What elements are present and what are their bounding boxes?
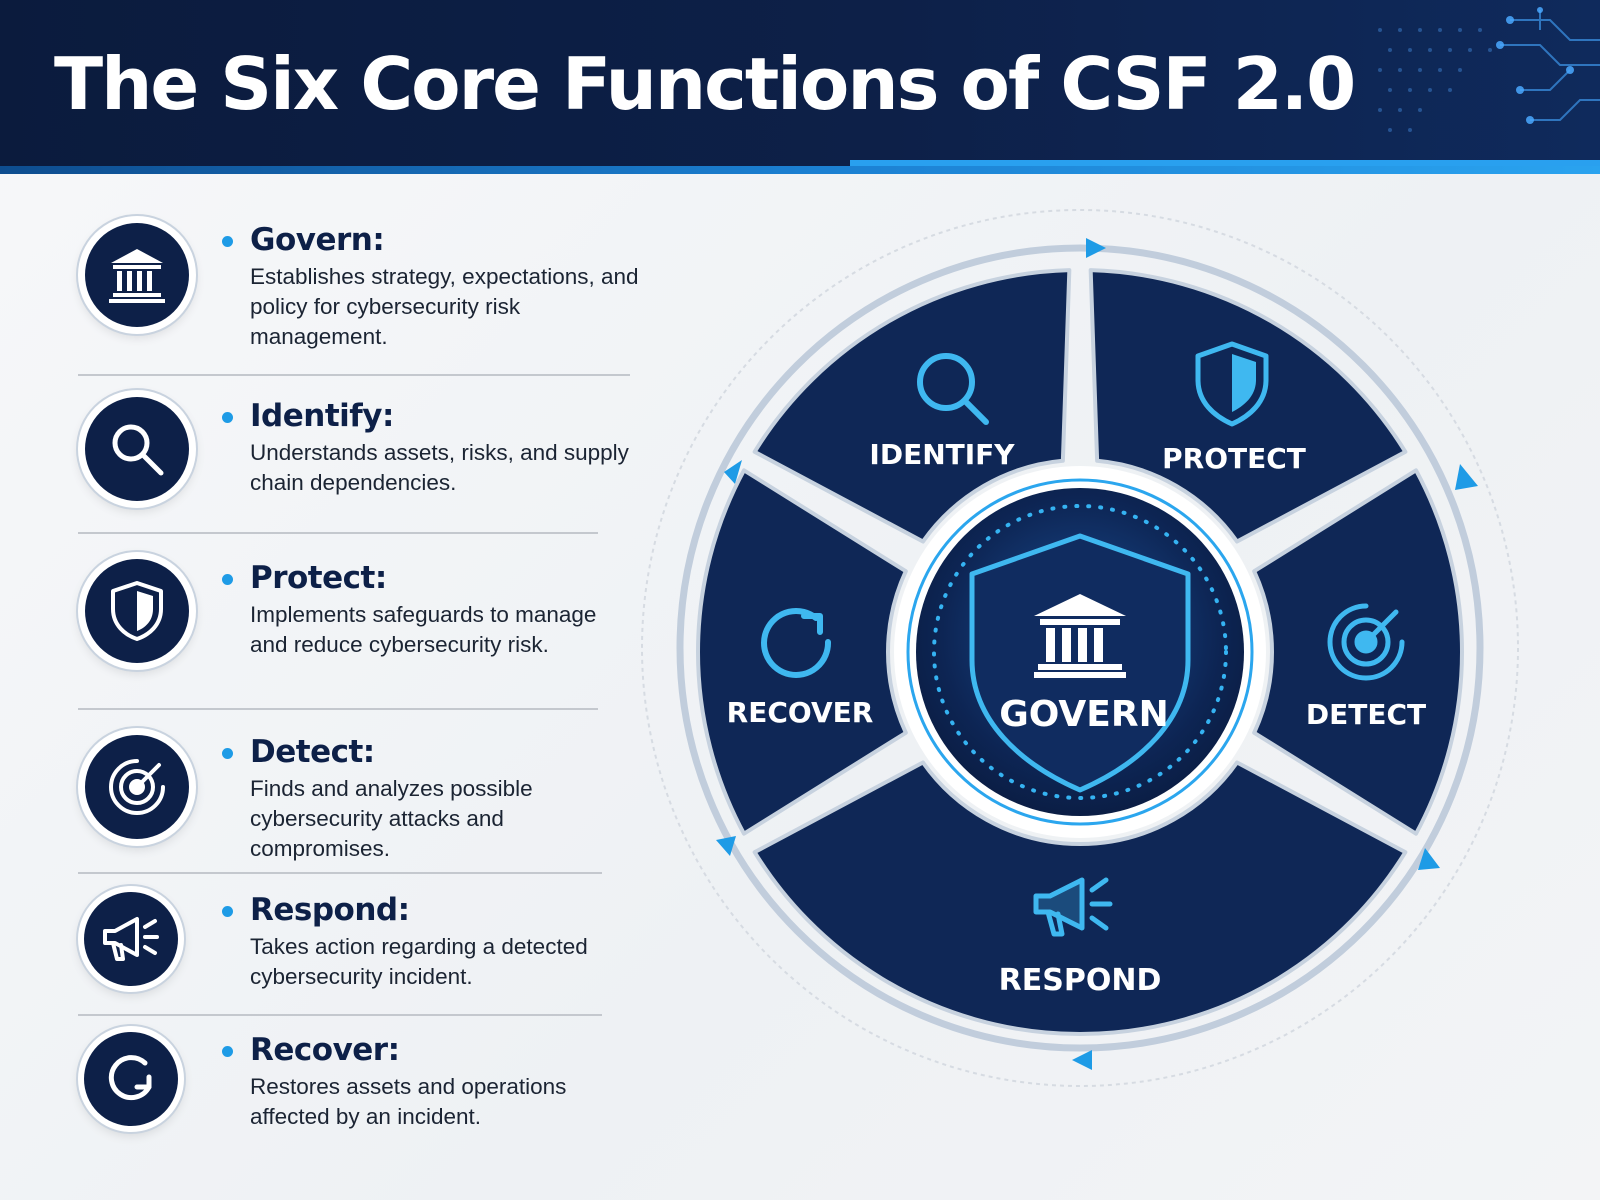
arrow-icon [716, 836, 736, 856]
center-hub-dotted-ring [932, 504, 1228, 800]
bullet [222, 1046, 233, 1057]
detect-segment-icon [1327, 603, 1405, 681]
cycle-arrows [716, 238, 1478, 1070]
protect-icon-badge [78, 552, 196, 670]
megaphone-icon [1033, 877, 1085, 931]
arrow-icon [1072, 1050, 1092, 1070]
circuit-pattern-decoration [1378, 7, 1600, 132]
function-description: Takes action regarding a detected cybers… [250, 934, 588, 989]
divider [78, 872, 602, 874]
divider [78, 532, 598, 534]
wheel-segment-identify [752, 268, 1072, 544]
identify-icon-badge [78, 390, 196, 508]
magnifying-glass-icon [112, 424, 164, 476]
segment-label-detect: DETECT [1306, 698, 1426, 731]
outer-dashed-ring [641, 209, 1519, 1087]
building-columns-icon [1034, 594, 1126, 678]
center-shield-icon [969, 533, 1191, 793]
arrow-icon [1418, 848, 1440, 870]
header-banner: The Six Core Functions of CSF 2.0 [0, 0, 1600, 172]
arrow-icon [1455, 464, 1478, 490]
function-description: Restores assets and operations affected … [250, 1074, 567, 1129]
govern-icon-badge [78, 216, 196, 334]
detect-icon-badge [78, 728, 196, 846]
function-name: Identify: [250, 398, 394, 434]
center-hub-glow-ring [906, 478, 1254, 826]
segment-label-identify: IDENTIFY [869, 438, 1015, 471]
function-name: Detect: [250, 734, 375, 770]
bullet [222, 236, 233, 247]
shield-icon [111, 581, 163, 641]
segment-label-respond: RESPOND [999, 963, 1162, 998]
bullet [222, 412, 233, 423]
protect-segment-icon [1195, 341, 1269, 427]
identify-segment-icon [917, 353, 989, 425]
function-description: Understands assets, risks, and supply ch… [250, 440, 629, 495]
bullet [222, 574, 233, 585]
page-title: The Six Core Functions of CSF 2.0 [54, 42, 1356, 126]
shield-icon [1195, 341, 1269, 427]
building-columns-icon [109, 249, 165, 303]
bullet [222, 906, 233, 917]
header-accent-highlight [850, 160, 1600, 166]
function-description: Finds and analyzes possible cybersecurit… [250, 776, 533, 861]
respond-segment-icon [1033, 877, 1113, 937]
segment-label-protect: PROTECT [1162, 442, 1306, 475]
magnifying-glass-icon [917, 353, 975, 411]
divider [78, 374, 630, 376]
bullet [222, 748, 233, 759]
segment-label-recover: RECOVER [727, 696, 874, 729]
function-name: Govern: [250, 222, 385, 258]
wheel-segment-protect [1088, 268, 1408, 544]
wheel-segment-recover [696, 468, 908, 836]
wheel-segment-detect [1252, 468, 1465, 836]
recover-segment-icon [761, 608, 832, 678]
header-accent-line [0, 166, 1600, 174]
recover-icon-badge [78, 1026, 184, 1132]
function-name: Recover: [250, 1032, 400, 1068]
radar-target-icon [1327, 603, 1405, 681]
function-name: Protect: [250, 560, 387, 596]
divider [78, 708, 598, 710]
outer-ring [676, 244, 1484, 1052]
arrow-icon [724, 460, 742, 484]
circular-arrow-icon [761, 608, 832, 678]
divider [78, 1014, 602, 1016]
function-name: Respond: [250, 892, 410, 928]
megaphone-icon [103, 917, 159, 961]
circular-arrow-icon [108, 1055, 152, 1101]
center-label-govern: GOVERN [999, 694, 1169, 735]
function-description: Implements safeguards to manage and redu… [250, 602, 597, 657]
radar-target-icon [109, 759, 165, 815]
arrow-icon [1086, 238, 1106, 258]
respond-icon-badge [78, 886, 184, 992]
function-description: Establishes strategy, expectations, and … [250, 264, 639, 349]
